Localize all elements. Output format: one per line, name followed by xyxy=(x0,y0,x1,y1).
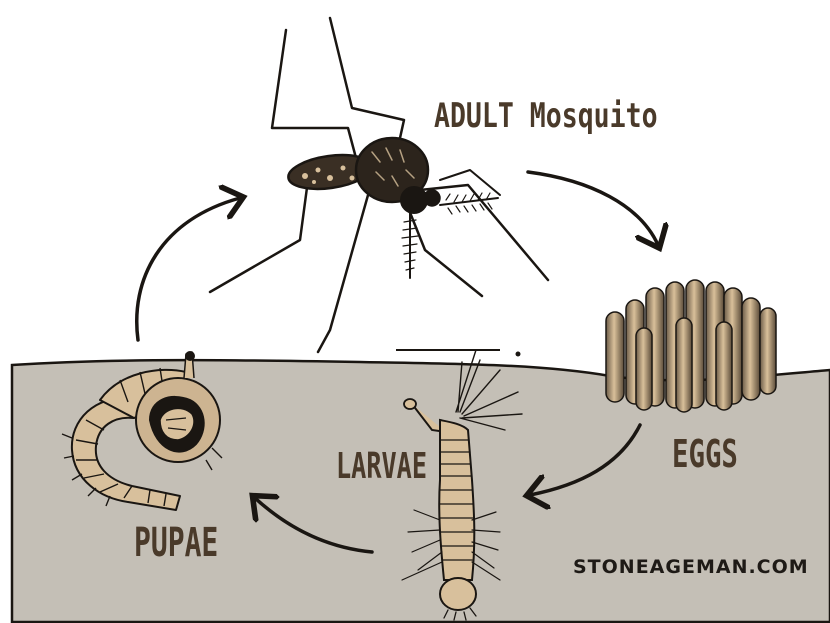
arrow-pupae-to-adult xyxy=(135,198,240,342)
arrow-eggs-to-larvae xyxy=(530,423,642,495)
eggs-illustration xyxy=(605,279,777,413)
label-larvae: LARVAE xyxy=(336,446,428,487)
label-adult-mosquito: ADULT Mosquito xyxy=(434,96,658,136)
watermark-website: STONEAGEMAN.COM xyxy=(573,556,809,578)
larvae-illustration xyxy=(401,349,523,621)
adult-mosquito-illustration xyxy=(208,16,550,354)
arrow-larvae-to-pupae xyxy=(255,498,374,554)
cycle-arrows xyxy=(135,170,658,554)
label-pupae: PUPAE xyxy=(134,520,219,566)
pupae-illustration xyxy=(61,351,223,511)
surface-marks xyxy=(396,349,521,357)
arrow-adult-to-eggs xyxy=(526,170,658,245)
label-eggs: EGGS xyxy=(672,432,738,476)
